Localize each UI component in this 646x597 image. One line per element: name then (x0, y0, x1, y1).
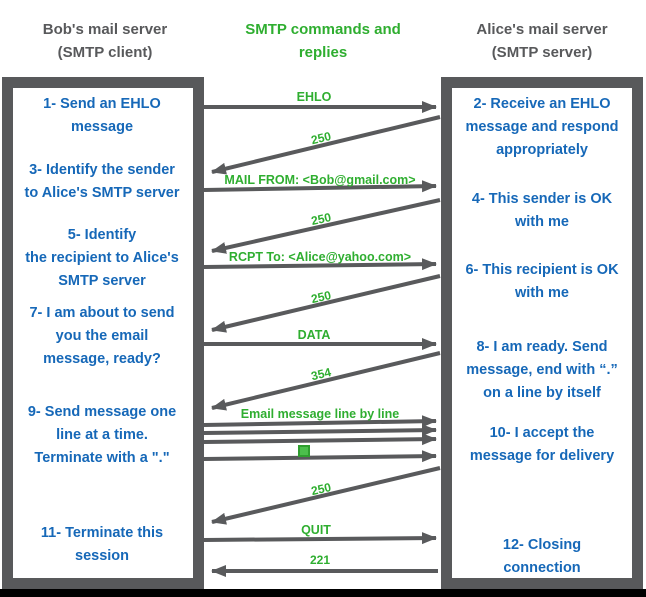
commands-column-header: SMTP commands and replies (245, 21, 401, 61)
arrow-354-reply (211, 351, 441, 411)
label-250-b: 250 (310, 210, 333, 228)
label-data: DATA (298, 328, 331, 342)
arrow-250-message-reply (211, 466, 441, 525)
client-step-9: 9- Send message one line at a time. Term… (27, 404, 177, 466)
label-250-c: 250 (310, 288, 333, 306)
arrow-250-rcpt-reply (211, 274, 441, 333)
arrow-mail-from (203, 180, 437, 193)
arrow-250-mail-reply (211, 198, 441, 254)
dot-terminator-icon (298, 445, 310, 457)
client-step-5: 5- Identify the recipient to Alice's SMT… (25, 227, 179, 289)
arrow-quit (203, 532, 437, 545)
server-lifeline-box (441, 77, 643, 589)
arrow-email-line-2 (203, 424, 437, 437)
arrow-rcpt-to (203, 258, 437, 271)
client-step-7: 7- I am about to send you the email mess… (29, 305, 175, 367)
server-step-12: 12- Closing connection (502, 537, 582, 576)
server-step-2: 2- Receive an EHLO message and respond a… (465, 96, 619, 158)
label-rcpt-to: RCPT To: <Alice@yahoo.com> (229, 250, 411, 264)
server-step-4: 4- This sender is OK with me (471, 191, 613, 230)
label-ehlo: EHLO (297, 90, 332, 104)
arrow-email-dot-line (203, 450, 437, 463)
server-column-header: Alice's mail server (SMTP server) (476, 21, 608, 61)
label-354: 354 (310, 365, 333, 383)
client-column-header: Bob's mail server (SMTP client) (42, 21, 168, 61)
arrow-email-line-1 (203, 415, 437, 428)
label-quit: QUIT (301, 523, 331, 537)
client-lifeline-box (2, 77, 204, 589)
client-step-3: 3- Identify the sender to Alice's SMTP s… (24, 162, 180, 201)
client-step-1: 1- Send an EHLO message (43, 96, 161, 135)
arrow-email-line-3 (203, 433, 437, 446)
bottom-black-bar (0, 589, 646, 597)
label-221: 221 (310, 553, 330, 567)
arrow-250-ehlo-reply (211, 115, 441, 175)
label-mail-from: MAIL FROM: <Bob@gmail.com> (224, 173, 415, 187)
client-step-11: 11- Terminate this session (40, 525, 164, 564)
label-250-a: 250 (310, 129, 333, 147)
label-email-lines: Email message line by line (241, 407, 399, 421)
server-step-6: 6- This recipient is OK with me (465, 262, 619, 301)
server-step-8: 8- I am ready. Send message, end with “.… (466, 339, 618, 401)
label-250-d: 250 (310, 480, 333, 498)
server-step-10: 10- I accept the message for delivery (469, 425, 615, 464)
